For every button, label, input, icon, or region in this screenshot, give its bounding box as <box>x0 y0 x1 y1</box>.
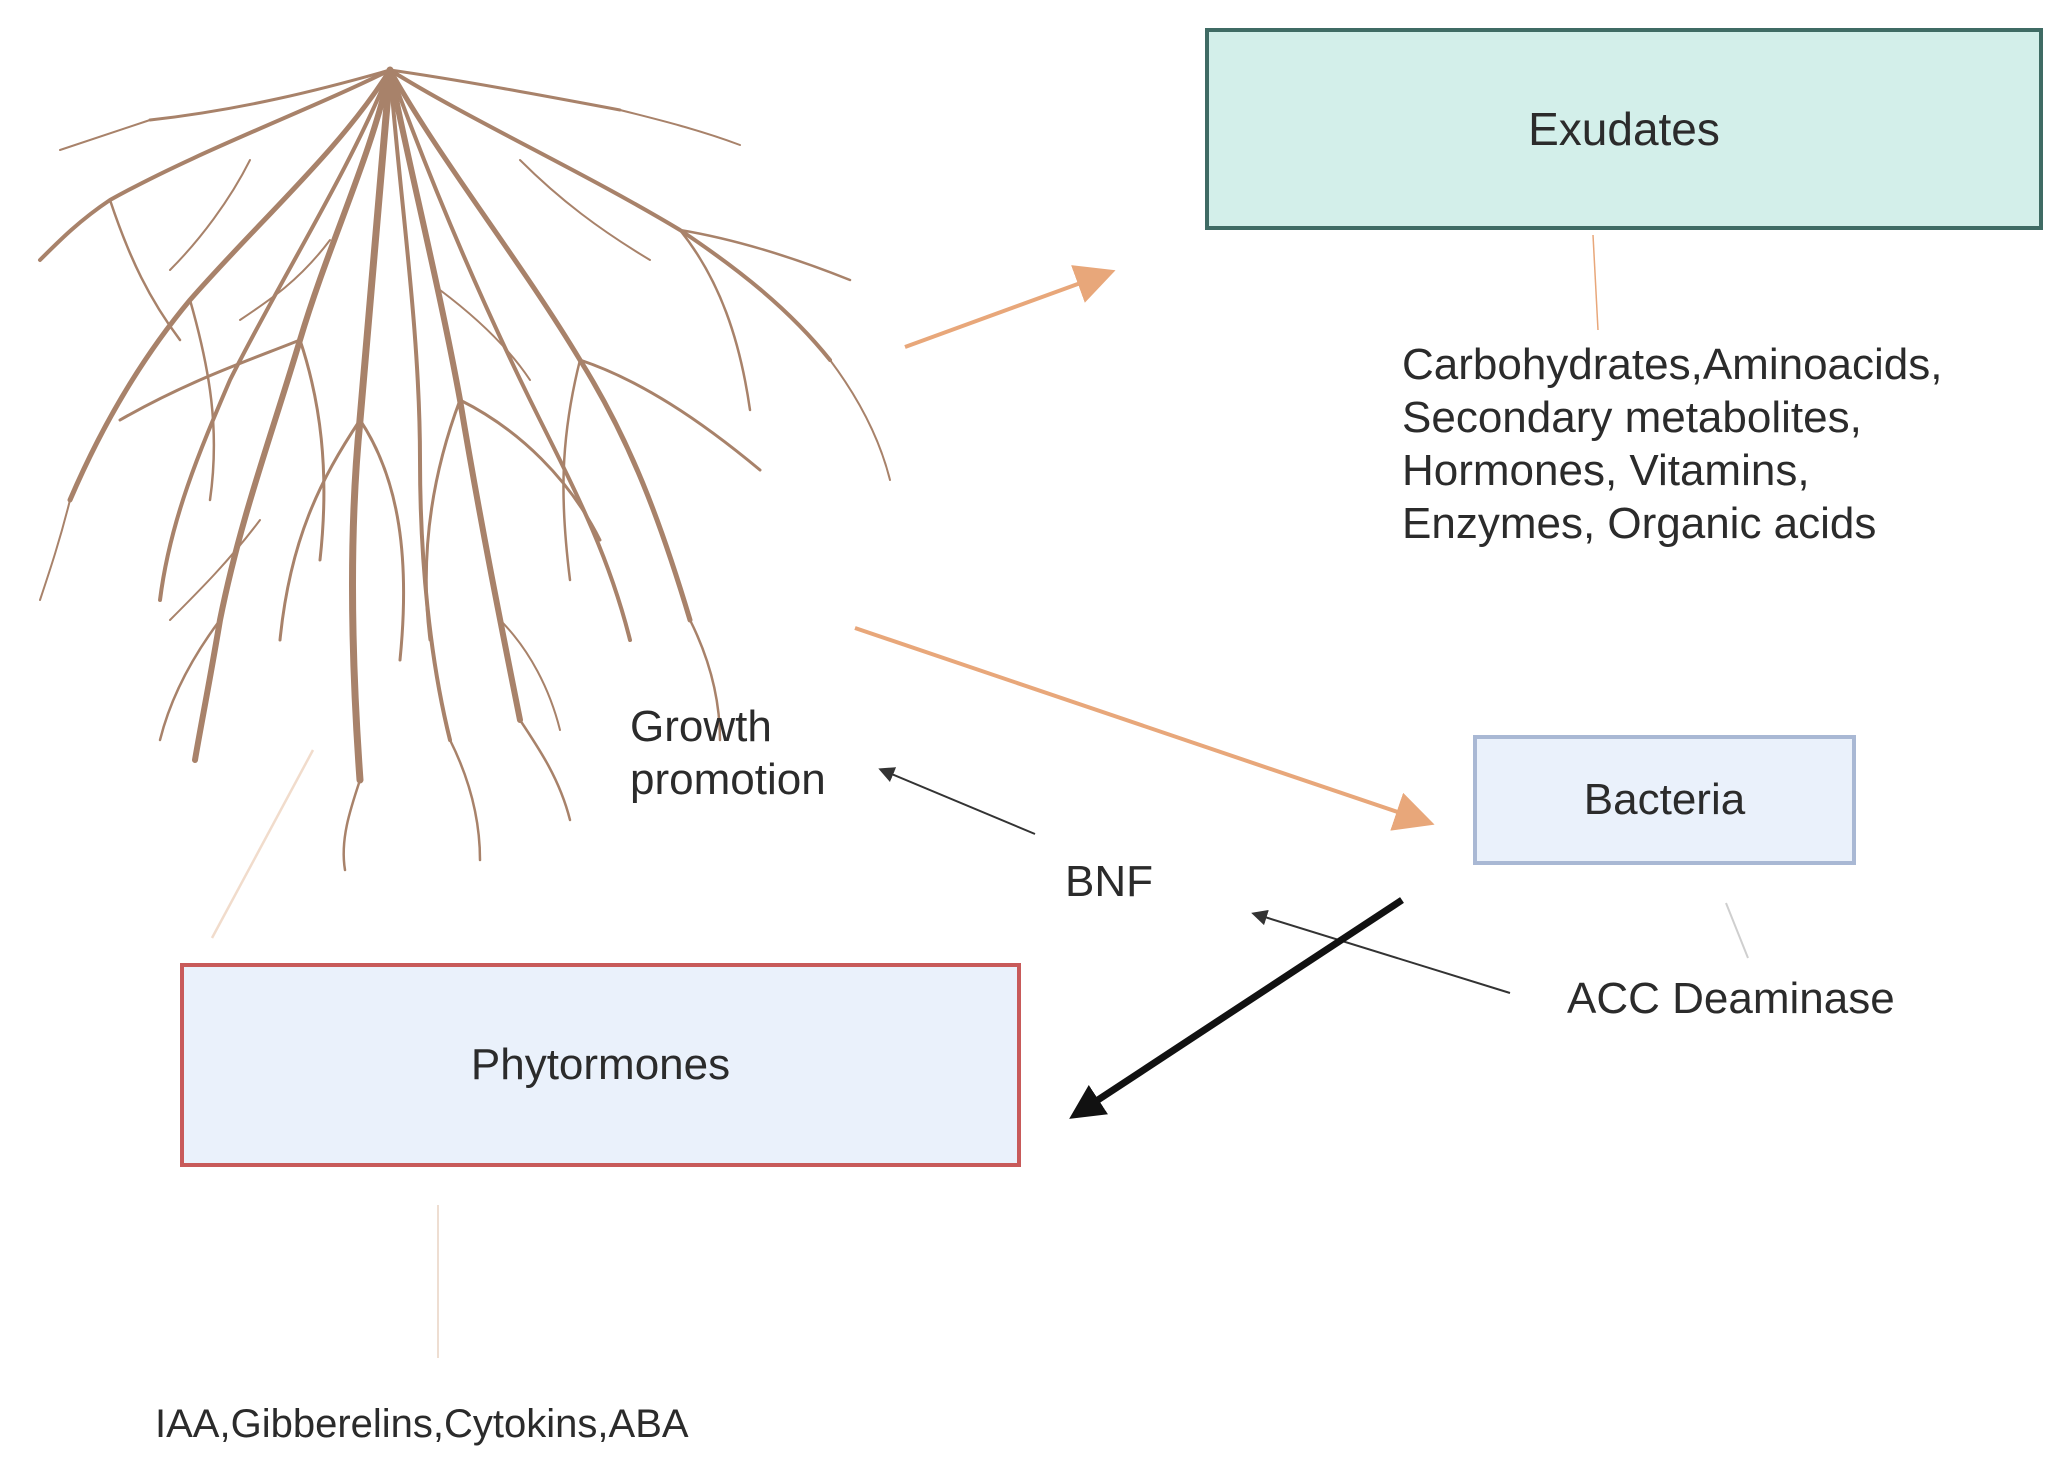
bacteria-to-phytohormones-arrow <box>1069 897 1404 1119</box>
bacteria-label: Bacteria <box>1583 775 1746 824</box>
bnf-label: BNF <box>1065 857 1153 906</box>
acc-deaminase-label: ACC Deaminase <box>1567 974 1895 1023</box>
bacteria-box: Bacteria <box>1473 735 1856 865</box>
exudate-product-line: Secondary metabolites, <box>1402 393 1862 442</box>
bacteria-to-acc-connector <box>1725 902 1749 959</box>
growth-promotion-label: Growth promotion <box>630 702 826 804</box>
phytohormone-list-label: IAA,Gibberelins,Cytokins,ABA <box>155 1402 689 1446</box>
exudate-products-list: Carbohydrates,Aminoacids, Secondary meta… <box>1402 338 1942 550</box>
acc-to-bnf-arrow <box>1251 909 1511 994</box>
exudate-product-line: Carbohydrates,Aminoacids, <box>1402 340 1943 389</box>
exudate-product-line: Enzymes, Organic acids <box>1402 499 1877 548</box>
root-to-exudates-arrow <box>904 265 1116 349</box>
bnf-to-growth-arrow <box>878 767 1036 835</box>
phytohormones-to-root-connector <box>210 749 315 939</box>
exudates-label: Exudates <box>1528 103 1720 155</box>
exudates-to-products-connector <box>1592 234 1599 331</box>
root-to-bacteria-arrow <box>854 626 1435 831</box>
exudates-box: Exudates <box>1205 28 2043 230</box>
exudate-product-line: Hormones, Vitamins, <box>1402 446 1810 495</box>
phytohormones-box: Phytormones <box>180 963 1021 1167</box>
phytohormones-label: Phytormones <box>470 1040 731 1089</box>
root-system-illustration <box>38 66 891 872</box>
